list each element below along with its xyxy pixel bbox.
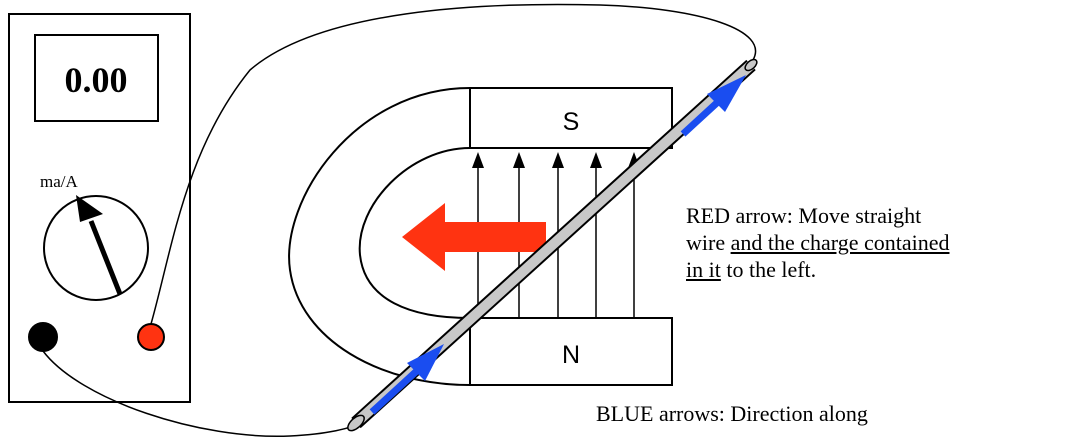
south-pole-block — [469, 87, 673, 149]
blue-arrow-caption: BLUE arrows: Direction along — [596, 400, 868, 427]
ammeter: 0.00 ma/A — [8, 13, 191, 403]
red-terminal — [137, 323, 165, 351]
black-terminal — [28, 322, 58, 352]
wire-end-cap — [347, 414, 365, 432]
red-caption-line-3-underlined: in it — [686, 257, 721, 282]
red-caption-line-2: wire and the charge contained — [686, 229, 949, 256]
meter-display — [34, 34, 159, 122]
south-pole-label: S — [563, 108, 580, 136]
meter-dial — [43, 195, 149, 301]
red-caption-line-2-plain: wire — [686, 230, 731, 255]
red-caption-line-2-underlined: and the charge contained — [730, 230, 950, 255]
blue-direction-arrow-icon — [680, 75, 746, 137]
blue-direction-arrow-icon — [369, 344, 444, 415]
red-caption-line-1: RED arrow: Move straight — [686, 203, 922, 228]
red-caption-line-3: in it to the left. — [686, 256, 949, 283]
magnet-outer-arc — [288, 87, 471, 386]
north-pole-block — [469, 317, 673, 386]
red-motion-arrow-icon — [402, 203, 546, 271]
black-lead-wire — [42, 350, 358, 438]
field-line-arrow-icon — [590, 152, 602, 318]
meter-unit-label: ma/A — [40, 172, 78, 191]
red-caption-line-3-plain: to the left. — [720, 257, 817, 282]
red-arrow-caption: RED arrow: Move straight wire and the ch… — [686, 202, 949, 283]
blue-caption-line-1: BLUE arrows: Direction along — [596, 401, 868, 426]
horseshoe-magnet: S N — [288, 87, 673, 386]
magnet-inner-arc — [358, 147, 471, 319]
north-pole-label: N — [562, 341, 580, 369]
red-lead-wire — [150, 3, 757, 325]
meter-reading: 0.00 — [65, 60, 128, 100]
needle-arrow-icon — [76, 195, 123, 295]
wire-end-cap — [744, 58, 758, 72]
